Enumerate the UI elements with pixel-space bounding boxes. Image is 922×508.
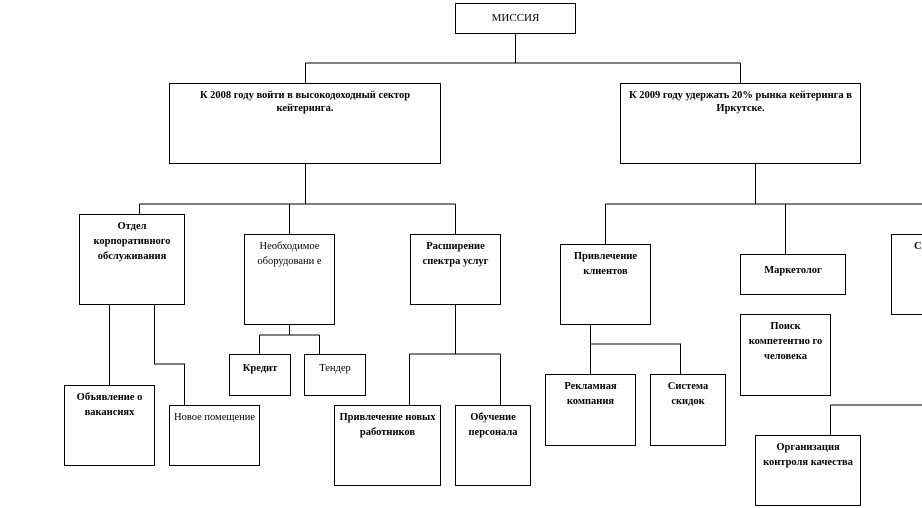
client-attraction-box: Привлечение клиентов xyxy=(560,244,651,325)
competent-person-search-box: Поиск компетентно го человека xyxy=(740,314,831,396)
credit-box: Кредит xyxy=(229,354,291,396)
corporate-service-dept-label: Отдел корпоративного обслуживания xyxy=(93,221,171,262)
equipment-label: Необходимое оборудовани е xyxy=(257,241,322,267)
discount-system-label: Система скидок xyxy=(667,381,709,407)
goal-2009-box: К 2009 году удержать 20% рынка кейтеринг… xyxy=(620,83,861,164)
quality-control-box: Организация контроля качества xyxy=(755,435,861,506)
goal-2008-label: К 2008 году войти в высокодоходный секто… xyxy=(199,90,411,114)
equipment-box: Необходимое оборудовани е xyxy=(244,234,335,325)
new-workers-label: Привлечение новых работников xyxy=(339,412,436,438)
staff-training-label: Обучение персонала xyxy=(468,412,518,438)
goal-2009-label: К 2009 году удержать 20% рынка кейтеринг… xyxy=(629,90,852,114)
credit-label: Кредит xyxy=(242,363,278,374)
vacancy-ads-label: Объявление о вакансиях xyxy=(76,392,143,418)
competent-person-search-label: Поиск компетентно го человека xyxy=(748,321,823,362)
client-attraction-label: Привлечение клиентов xyxy=(573,251,638,277)
ad-campaign-label: Рекламная компания xyxy=(564,381,617,407)
new-workers-box: Привлечение новых работников xyxy=(334,405,441,486)
marketer-label: Маркетолог xyxy=(764,265,822,276)
new-premises-box: Новое помещение xyxy=(169,405,260,466)
marketer-box: Маркетолог xyxy=(740,254,846,295)
goal-2008-box: К 2008 году войти в высокодоходный секто… xyxy=(169,83,441,164)
partial-right-box: С к к xyxy=(891,234,922,315)
vacancy-ads-box: Объявление о вакансиях xyxy=(64,385,155,466)
new-premises-label: Новое помещение xyxy=(174,412,256,423)
ad-campaign-box: Рекламная компания xyxy=(545,374,636,446)
partial-right-label: С к к xyxy=(914,241,922,252)
services-expansion-label: Расширение спектра услуг xyxy=(422,241,489,267)
tender-label: Тендер xyxy=(319,363,351,374)
corporate-service-dept-box: Отдел корпоративного обслуживания xyxy=(79,214,185,305)
tender-box: Тендер xyxy=(304,354,366,396)
mission-box: МИССИЯ xyxy=(455,3,576,34)
mission-label: МИССИЯ xyxy=(491,12,540,24)
staff-training-box: Обучение персонала xyxy=(455,405,531,486)
discount-system-box: Система скидок xyxy=(650,374,726,446)
services-expansion-box: Расширение спектра услуг xyxy=(410,234,501,305)
quality-control-label: Организация контроля качества xyxy=(763,442,853,468)
